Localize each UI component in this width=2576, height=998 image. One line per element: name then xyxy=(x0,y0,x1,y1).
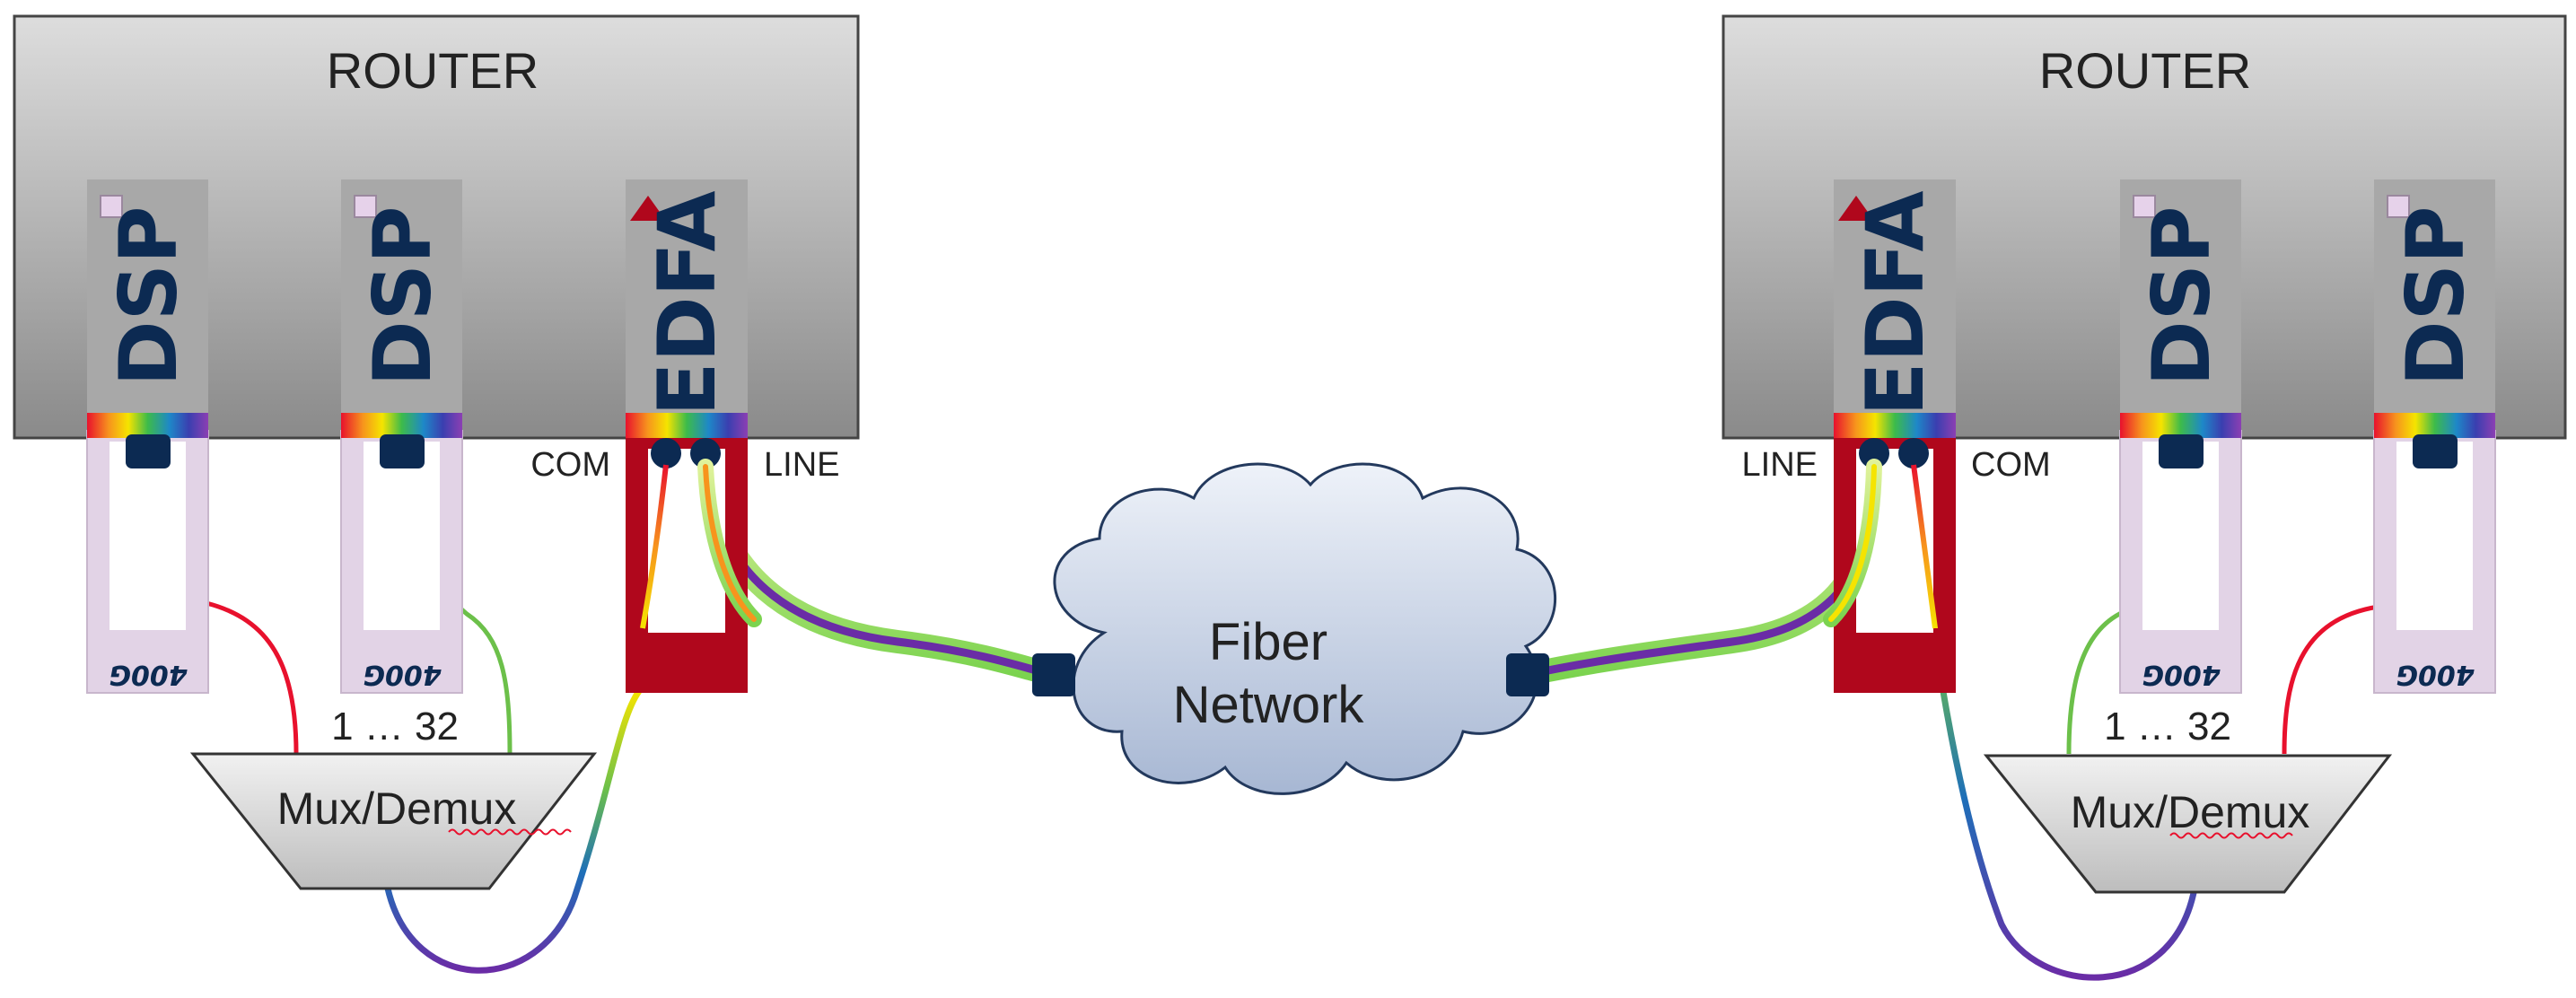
com-label-left: COM xyxy=(530,446,610,484)
rainbow-strip-edfa-left xyxy=(626,413,748,438)
connector-right-2 xyxy=(2413,434,2458,468)
line-port-left xyxy=(690,438,721,468)
rate-label-right-1: 400G xyxy=(2142,659,2221,690)
spellcheck-underline xyxy=(448,828,572,836)
dsp-label-left-2: DSP xyxy=(356,206,449,387)
com-port-left xyxy=(651,438,681,468)
fiber-line-left-tail-core xyxy=(703,464,757,622)
status-led-right-2 xyxy=(2387,195,2410,218)
fiber-loop-left xyxy=(384,688,642,974)
channel-range-right: 1 … 32 xyxy=(2104,705,2231,748)
network-label-line1: Fiber xyxy=(1209,613,1327,671)
rainbow-strip-right-1 xyxy=(2120,413,2241,438)
com-label-right: COM xyxy=(1971,446,2051,484)
network-label-line2: Network xyxy=(1173,676,1365,734)
dsp-module-left-2: 400G DSP xyxy=(340,179,463,694)
module-body-right-1 xyxy=(2120,179,2241,413)
edfa-label-left: EDFA xyxy=(641,190,733,416)
edfa-label-right: EDFA xyxy=(1849,190,1941,416)
module-body-left-1 xyxy=(87,179,208,413)
line-label-right: LINE xyxy=(1742,446,1818,484)
router-left-label: ROUTER xyxy=(327,42,539,99)
mux-label-right: Mux/Demux xyxy=(2071,787,2310,837)
line-port-right xyxy=(1859,438,1889,468)
fiber-trunk-right xyxy=(1521,462,1879,679)
connector-right-1 xyxy=(2159,434,2204,468)
dsp-module-left-1: 400G DSP xyxy=(86,179,209,694)
module-body-right-2 xyxy=(2374,179,2495,413)
dsp-label-right-2: DSP xyxy=(2389,206,2482,387)
connector-left-1 xyxy=(126,434,171,468)
rate-label-left-2: 400G xyxy=(363,659,442,690)
rainbow-strip-right-2 xyxy=(2374,413,2495,438)
trunk-connector-right xyxy=(1506,653,1549,696)
fiber-network-cloud: Fiber Network xyxy=(1053,462,1556,795)
connector-left-2 xyxy=(380,434,425,468)
trunk-connector-left xyxy=(1032,653,1075,696)
mux-trapezoid-right xyxy=(1983,754,2393,894)
rainbow-strip-left-1 xyxy=(87,413,208,438)
mux-trapezoid-left xyxy=(189,752,598,890)
edfa-module-left: EDFA xyxy=(626,179,748,693)
fiber-line-right-tail-core xyxy=(1828,464,1877,622)
mux-label-left: Mux/Demux xyxy=(277,784,517,834)
dsp-module-right-2: 400G DSP xyxy=(2373,179,2496,694)
rate-label-right-2: 400G xyxy=(2396,659,2475,690)
rainbow-strip-left-2 xyxy=(341,413,462,438)
router-right-label: ROUTER xyxy=(2039,42,2251,99)
rainbow-strip-edfa-right xyxy=(1834,413,1956,438)
status-led-left-2 xyxy=(354,195,377,218)
status-led-left-1 xyxy=(100,195,123,218)
channel-range-left: 1 … 32 xyxy=(331,705,459,748)
module-body-left-2 xyxy=(341,179,462,413)
warning-triangle-icon xyxy=(630,196,666,221)
mux-demux-right: 1 … 32 Mux/Demux xyxy=(1983,705,2393,894)
mux-demux-left: 1 … 32 Mux/Demux xyxy=(189,705,598,890)
cloud-shape xyxy=(1053,462,1556,795)
dsp-module-right-1: 400G DSP xyxy=(2119,179,2242,694)
fiber-trunk-left-glow xyxy=(694,455,1064,687)
fiber-com-right-tail xyxy=(1911,464,1938,629)
spellcheck-underline xyxy=(2169,832,2293,839)
warning-triangle-icon xyxy=(1838,196,1874,221)
edfa-module-right: EDFA xyxy=(1834,179,1956,693)
com-port-right xyxy=(1898,438,1929,468)
dsp-label-right-1: DSP xyxy=(2135,206,2228,387)
line-label-left: LINE xyxy=(764,446,839,484)
status-led-right-1 xyxy=(2133,195,2156,218)
rate-label-left-1: 400G xyxy=(109,659,188,690)
fiber-com-left-tail xyxy=(640,464,669,629)
dsp-label-left-1: DSP xyxy=(102,206,195,387)
